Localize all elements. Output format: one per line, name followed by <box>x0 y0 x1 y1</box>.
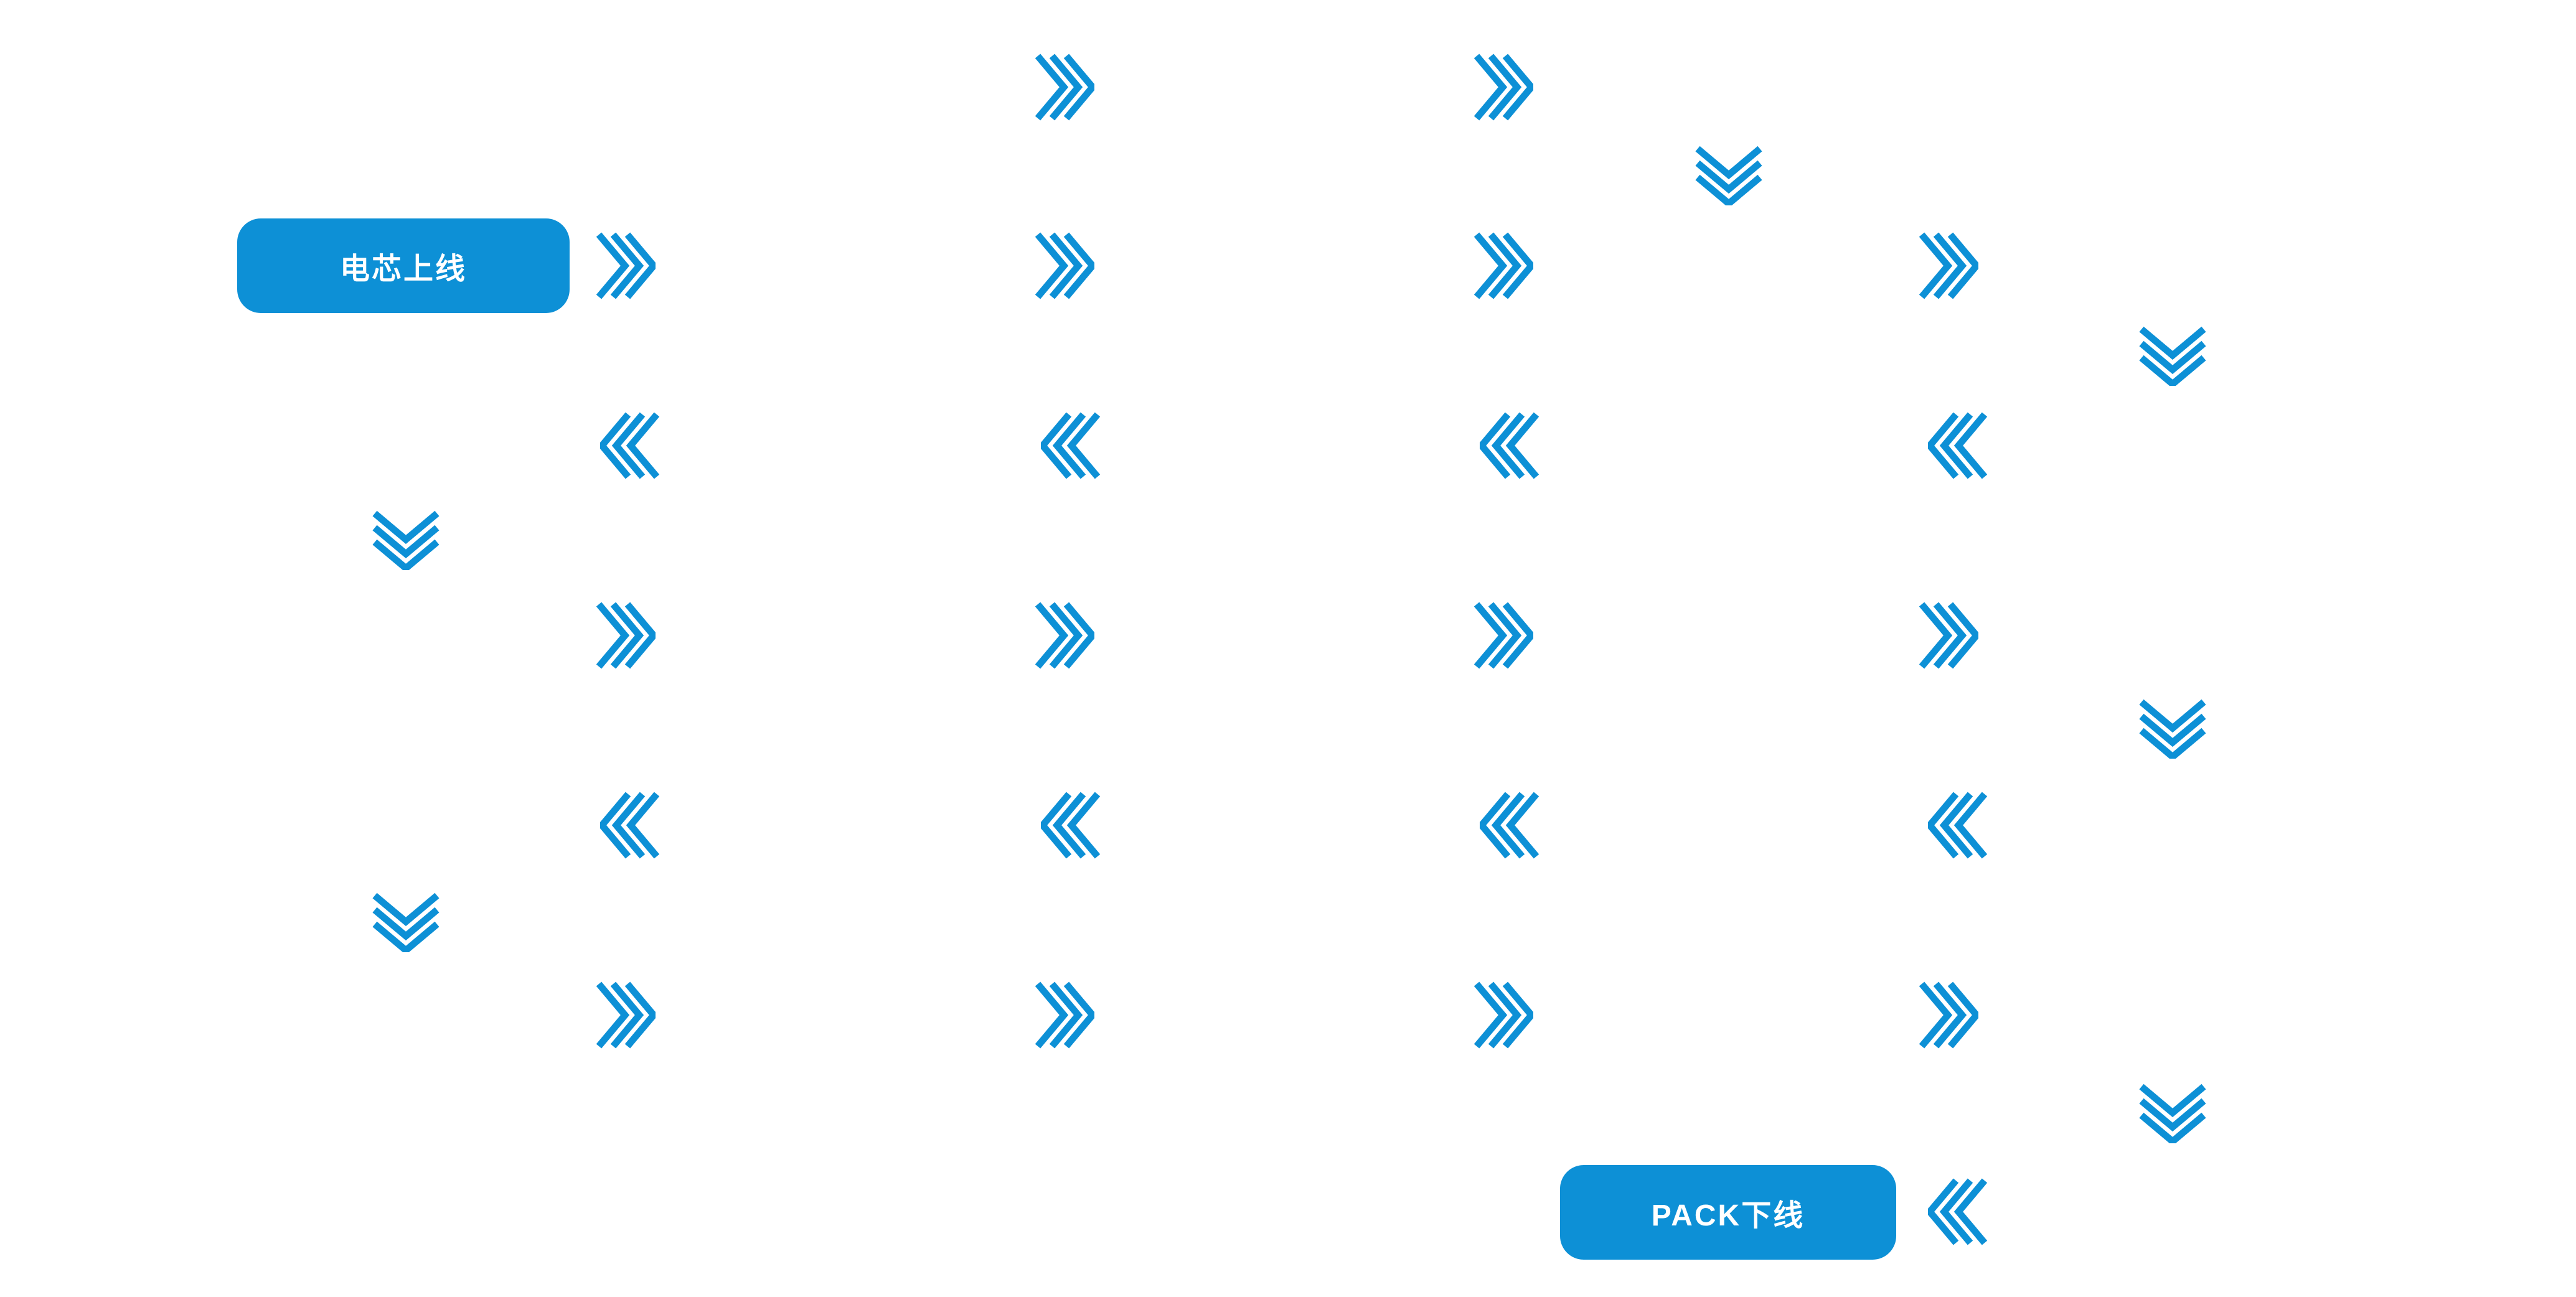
chevron-left-icon <box>1928 1177 1988 1247</box>
chevron-down-icon <box>371 510 441 570</box>
chevron-left-icon <box>600 790 660 860</box>
chevron-right-icon <box>1474 231 1533 301</box>
chevron-left-icon <box>1480 411 1539 480</box>
chevron-left-icon <box>1041 790 1101 860</box>
chevron-right-icon <box>596 231 656 301</box>
chevron-down-icon <box>2138 1084 2207 1143</box>
chevron-left-icon <box>1480 790 1539 860</box>
chevron-right-icon <box>1474 52 1533 122</box>
chevron-down-icon <box>371 892 441 952</box>
chevron-right-icon <box>1035 601 1094 670</box>
chevron-left-icon <box>1928 411 1988 480</box>
chevron-down-icon <box>2138 326 2207 386</box>
chevron-right-icon <box>1474 980 1533 1050</box>
chevron-right-icon <box>1035 52 1094 122</box>
chevron-left-icon <box>1928 790 1988 860</box>
chevron-down-icon <box>1694 146 1764 205</box>
chevron-left-icon <box>1041 411 1101 480</box>
chevron-right-icon <box>596 601 656 670</box>
chevron-left-icon <box>600 411 660 480</box>
cell-online-button[interactable]: 电芯上线 <box>237 218 570 313</box>
chevron-right-icon <box>596 980 656 1050</box>
chevron-right-icon <box>1035 980 1094 1050</box>
chevron-right-icon <box>1035 231 1094 301</box>
chevron-right-icon <box>1474 601 1533 670</box>
pack-offline-button[interactable]: PACK下线 <box>1560 1165 1896 1260</box>
chevron-right-icon <box>1919 231 1978 301</box>
chevron-right-icon <box>1919 980 1978 1050</box>
chevron-right-icon <box>1919 601 1978 670</box>
chevron-down-icon <box>2138 699 2207 759</box>
